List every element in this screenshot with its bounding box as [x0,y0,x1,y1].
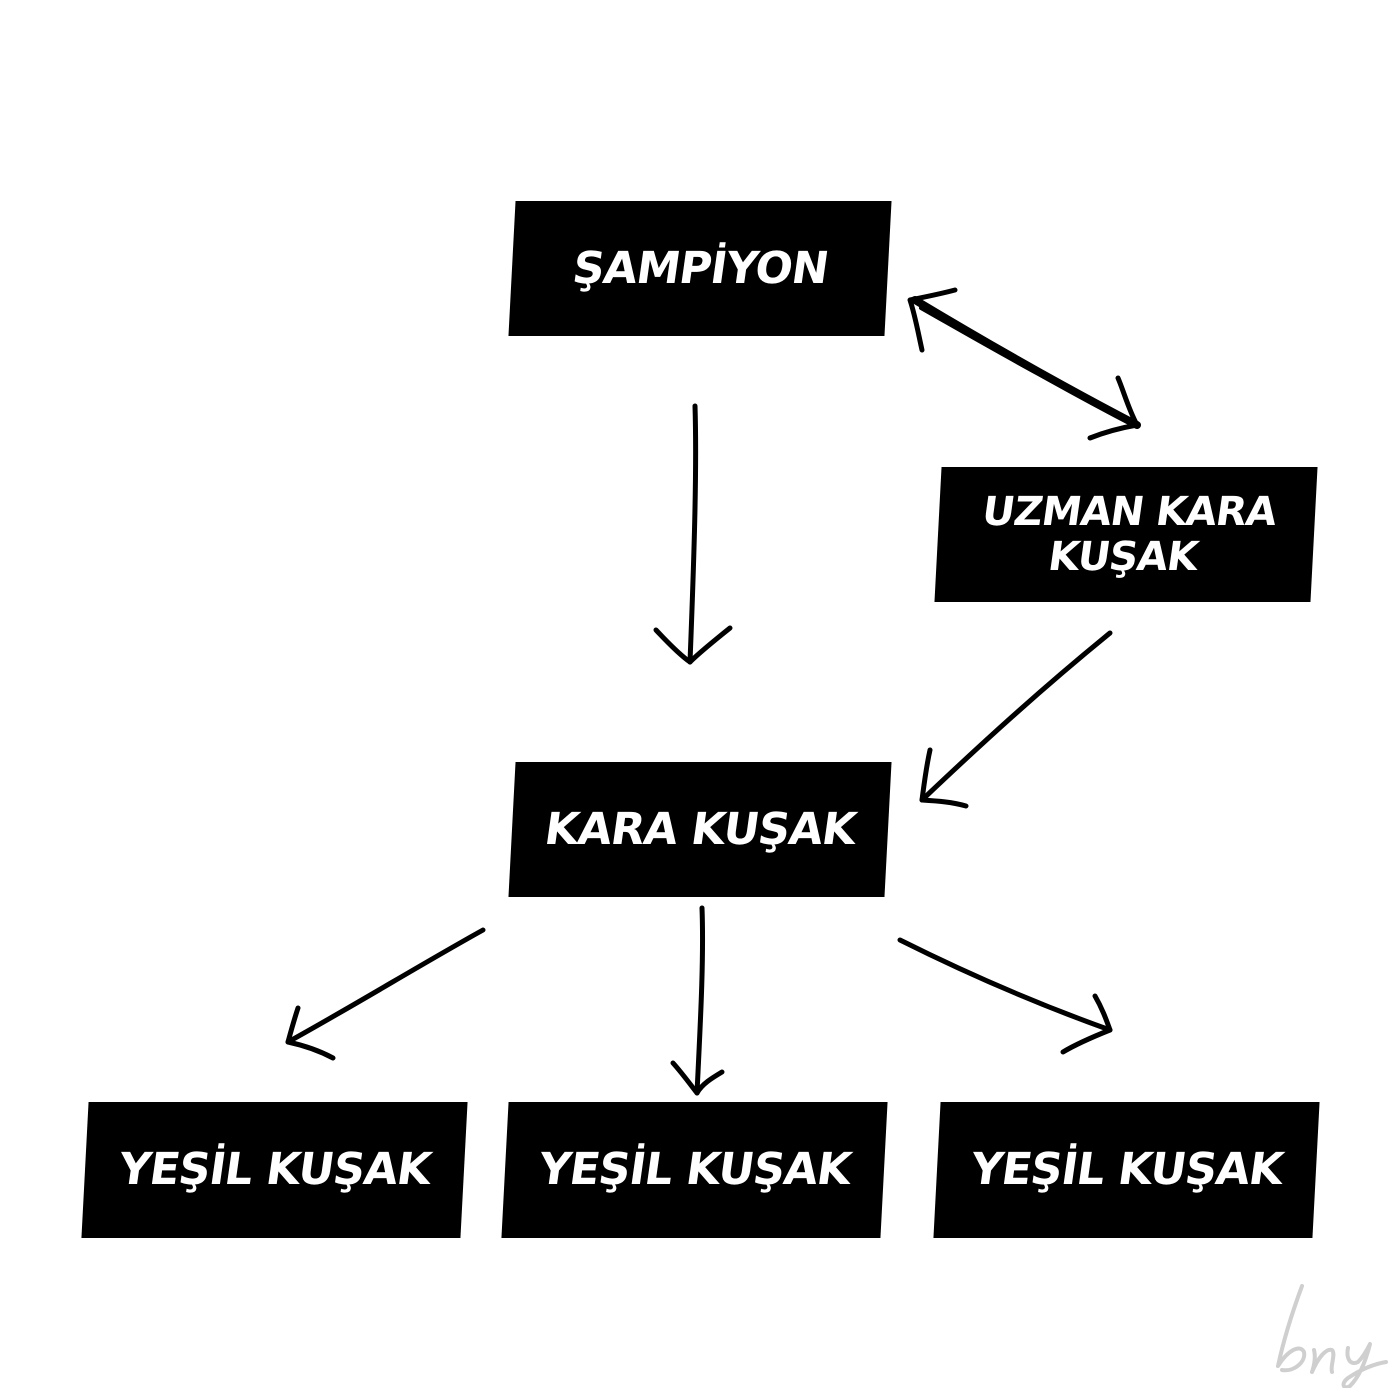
node-champion: ŞAMPİYON [508,201,892,336]
node-black-belt-label: KARA KUŞAK [541,803,859,855]
arrow-black-belt-to-green-2 [670,905,725,1096]
arrow-champion-to-black-belt [653,403,733,665]
node-green-belt-2-label: YEŞİL KUŞAK [535,1144,854,1196]
node-black-belt: KARA KUŞAK [508,762,892,897]
node-green-belt-2: YEŞİL KUŞAK [501,1102,888,1238]
arrow-expert-to-black-belt [919,630,1113,809]
node-champion-label: ŞAMPİYON [569,242,831,294]
node-expert-black-belt-label: UZMAN KARA KUŞAK [979,488,1280,580]
node-green-belt-3-label: YEŞİL KUŞAK [967,1144,1286,1196]
arrow-black-belt-to-green-3 [897,937,1113,1055]
node-expert-black-belt: UZMAN KARA KUŞAK [934,467,1318,602]
node-green-belt-3: YEŞİL KUŞAK [933,1102,1320,1238]
node-green-belt-1-label: YEŞİL KUŞAK [115,1144,434,1196]
node-green-belt-1: YEŞİL KUŞAK [81,1102,468,1238]
watermark-signature [1276,1284,1388,1388]
arrow-black-belt-to-green-1 [285,927,486,1061]
arrow-champion-expert-bidirectional [907,287,1141,441]
